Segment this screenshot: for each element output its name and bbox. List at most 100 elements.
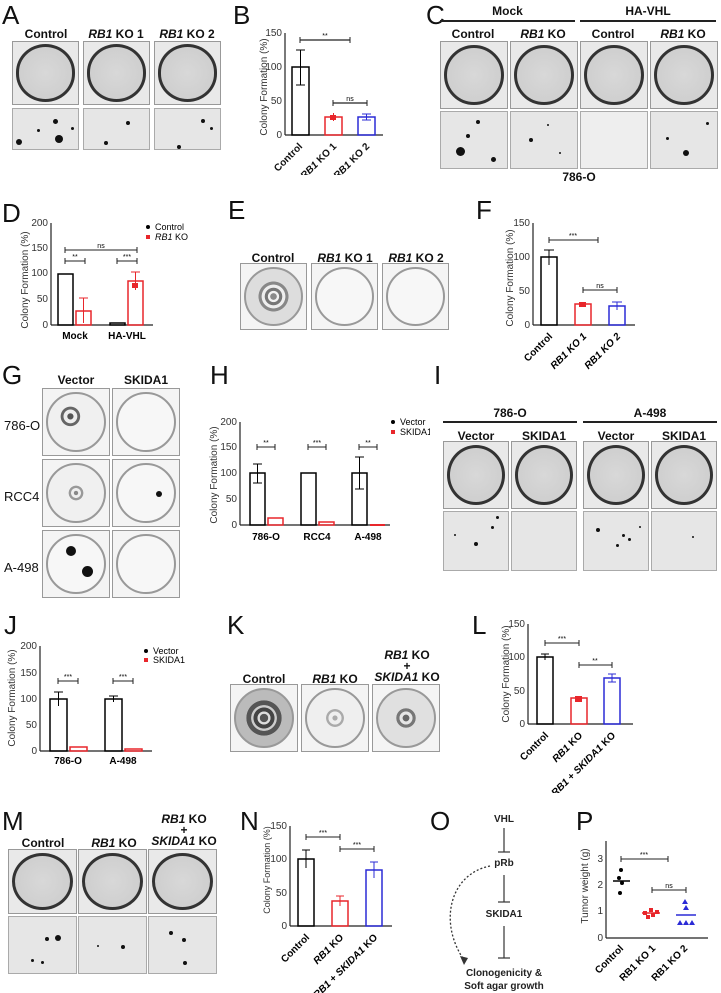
cell-line-label: 786-O [562, 170, 596, 184]
group-label-mock: Mock [492, 4, 523, 18]
soft-agar-well-image [440, 41, 508, 109]
soft-agar-well-image [511, 441, 577, 509]
soft-agar-well-image [154, 41, 221, 105]
svg-text:Vector: Vector [400, 417, 426, 427]
svg-text:A-498: A-498 [354, 532, 382, 543]
colony-dish-image [240, 263, 307, 330]
svg-text:**: ** [592, 658, 598, 665]
pathway-diagram-o: VHL pRb SKIDA1 Clonogenicity & Soft agar… [449, 814, 544, 992]
svg-text:150: 150 [220, 442, 237, 453]
colony-dish-image [112, 459, 180, 527]
svg-text:SKIDA1: SKIDA1 [153, 655, 185, 665]
svg-text:Mock: Mock [62, 331, 88, 340]
col-label-control: Control [24, 27, 68, 41]
group-label-786-o: 786-O [493, 406, 527, 420]
svg-text:Control: Control [518, 730, 551, 763]
svg-text:2: 2 [597, 880, 603, 891]
svg-text:Colony Formation (%): Colony Formation (%) [7, 649, 18, 746]
svg-text:1: 1 [597, 906, 603, 917]
col-label-rb1-skida1-ko: RB1 KO+SKIDA1 KO [151, 812, 217, 848]
svg-text:100: 100 [31, 268, 48, 279]
col-label-rb1-ko: RB1 KO [91, 836, 137, 850]
svg-text:Colony Formation (%): Colony Formation (%) [501, 625, 512, 722]
panel-label-a: A [2, 0, 20, 30]
svg-text:0: 0 [281, 921, 287, 932]
svg-text:**: ** [365, 440, 371, 447]
svg-text:786-O: 786-O [54, 756, 82, 765]
col-label-rb1-ko: RB1 KO [520, 27, 566, 41]
group-divider [583, 421, 717, 423]
svg-text:100: 100 [513, 252, 530, 263]
svg-text:3: 3 [597, 854, 603, 865]
microscopy-field-image [8, 916, 77, 974]
microscopy-field-image [511, 511, 577, 571]
svg-text:***: *** [123, 254, 131, 261]
svg-text:0: 0 [231, 520, 237, 531]
microscopy-field-image [443, 511, 509, 571]
microscopy-field-image [154, 108, 221, 150]
microscopy-field-image [83, 108, 150, 150]
svg-text:786-O: 786-O [252, 532, 280, 543]
svg-text:Colony Formation (%): Colony Formation (%) [262, 826, 272, 914]
svg-text:200: 200 [31, 218, 48, 229]
panel-label-m: M [2, 806, 24, 836]
soft-agar-well-image [443, 441, 509, 509]
colony-dish-image [230, 684, 298, 752]
svg-text:***: *** [64, 674, 72, 681]
panel-label-e: E [228, 195, 246, 225]
row-label-a-498: A-498 [4, 560, 39, 575]
col-label-rb1-ko: RB1 KO [660, 27, 706, 41]
svg-text:150: 150 [508, 619, 525, 630]
svg-text:50: 50 [26, 720, 38, 731]
microscopy-field-image [510, 111, 578, 169]
col-label-rb1-ko-1: RB1 KO 1 [88, 27, 144, 41]
svg-text:RB1 KO 1: RB1 KO 1 [299, 141, 340, 175]
svg-text:HA-VHL: HA-VHL [108, 331, 146, 340]
svg-text:Control: Control [155, 222, 184, 232]
soft-agar-well-image [583, 441, 649, 509]
svg-text:200: 200 [220, 417, 237, 428]
col-label-control: Control [21, 836, 65, 850]
svg-text:Colony Formation (%): Colony Formation (%) [505, 229, 516, 326]
svg-text:0: 0 [276, 130, 282, 141]
microscopy-field-image [651, 511, 717, 571]
svg-text:50: 50 [226, 494, 238, 505]
svg-text:ns: ns [346, 96, 354, 103]
node-soft-agar: Soft agar growth [464, 981, 543, 992]
microscopy-field-image [650, 111, 718, 169]
svg-text:Tumor weight (g): Tumor weight (g) [580, 848, 591, 923]
svg-text:***: *** [640, 852, 648, 859]
group-divider [443, 421, 577, 423]
group-label-ha-vhl: HA-VHL [625, 4, 671, 18]
col-label-vector: Vector [57, 373, 95, 387]
soft-agar-well-image [650, 41, 718, 109]
colony-dish-image [311, 263, 378, 330]
panel-label-i: I [434, 360, 442, 390]
svg-text:Control: Control [522, 331, 555, 364]
panel-label-n: N [240, 806, 259, 836]
svg-text:200: 200 [20, 641, 37, 652]
panel-label-f: F [476, 195, 492, 225]
soft-agar-well-image [12, 41, 79, 105]
col-label-skida1: SKIDA1 [661, 429, 706, 443]
svg-text:Vector: Vector [153, 646, 179, 656]
panel-label-p: P [576, 806, 594, 836]
svg-text:**: ** [322, 33, 328, 40]
svg-text:**: ** [263, 440, 269, 447]
svg-text:***: *** [569, 233, 577, 240]
microscopy-field-image [148, 916, 217, 974]
soft-agar-well-image [510, 41, 578, 109]
col-label-rb1-ko-2: RB1 KO 2 [388, 251, 444, 265]
node-clonogenicity: Clonogenicity & [466, 968, 542, 979]
svg-text:100: 100 [20, 694, 37, 705]
col-label-skida1: SKIDA1 [521, 429, 566, 443]
soft-agar-well-image [8, 849, 77, 914]
colony-dish-image [382, 263, 449, 330]
panel-label-j: J [4, 610, 17, 640]
svg-text:***: *** [119, 674, 127, 681]
svg-text:***: *** [558, 636, 566, 643]
svg-text:150: 150 [20, 668, 37, 679]
svg-text:***: *** [353, 842, 361, 849]
soft-agar-well-image [580, 41, 648, 109]
svg-text:0: 0 [597, 933, 603, 944]
